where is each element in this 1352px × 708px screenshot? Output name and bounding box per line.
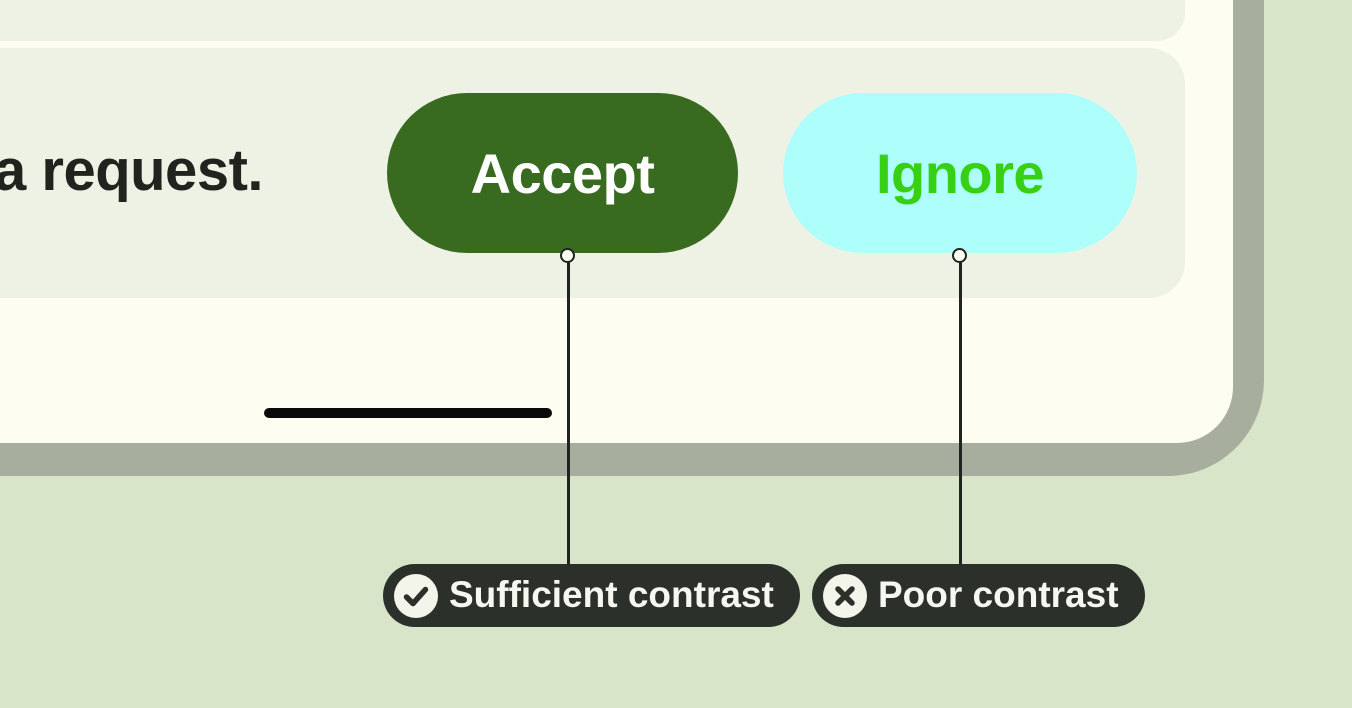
check-circle-icon — [394, 573, 438, 618]
ignore-callout-anchor — [952, 248, 967, 263]
poor-contrast-callout: Poor contrast — [812, 564, 1145, 627]
accept-callout-line — [567, 256, 570, 566]
home-indicator — [264, 408, 552, 418]
poor-contrast-label: Poor contrast — [878, 573, 1119, 615]
accept-button[interactable]: Accept — [387, 93, 738, 253]
ignore-callout-line — [959, 256, 962, 566]
sufficient-contrast-label: Sufficient contrast — [449, 573, 774, 615]
accept-callout-anchor — [560, 248, 575, 263]
sufficient-contrast-callout: Sufficient contrast — [383, 564, 800, 627]
x-circle-icon — [823, 573, 867, 618]
ignore-button[interactable]: Ignore — [783, 93, 1137, 253]
notification-text: a request. — [0, 138, 264, 203]
notification-card-top — [0, 0, 1185, 41]
